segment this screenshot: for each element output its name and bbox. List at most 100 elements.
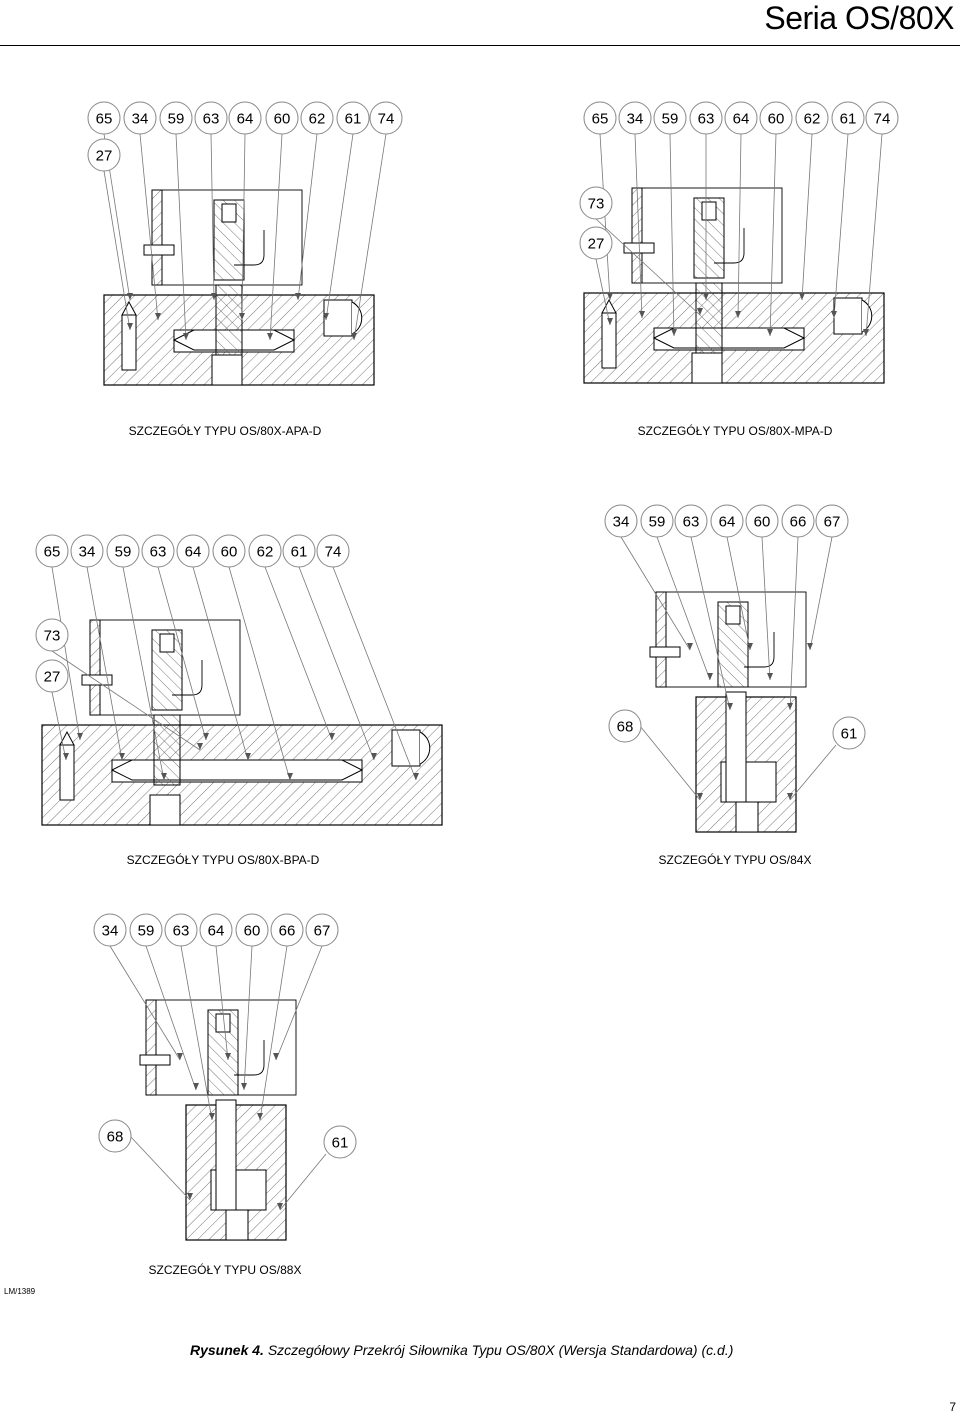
balloon-apa-64: 64 [228, 101, 262, 135]
leader-arrow [187, 1193, 193, 1200]
mpa-plug-tip [601, 298, 617, 314]
balloon-bpa-27: 27 [35, 659, 69, 693]
balloon-os84-61: 61 [832, 716, 866, 750]
mpa-right-fitting [833, 297, 863, 335]
balloon-os84-34: 34 [604, 504, 638, 538]
bpa-nut [159, 633, 175, 653]
balloon-apa-62: 62 [300, 101, 334, 135]
balloon-apa-65: 65 [87, 101, 121, 135]
balloon-bpa-60-label: 60 [221, 544, 238, 561]
balloon-mpa-73-label: 73 [588, 196, 605, 213]
balloon-mpa-65-circle [583, 101, 617, 135]
leader-arrow [371, 753, 377, 760]
balloon-os84-67-circle [815, 504, 849, 538]
balloon-os84-34-label: 34 [613, 514, 630, 531]
balloon-bpa-59: 59 [106, 534, 140, 568]
balloon-os84-67: 67 [815, 504, 849, 538]
os88-spring-wire [234, 1040, 265, 1076]
balloon-bpa-74-label: 74 [325, 544, 342, 561]
leader-arrow [177, 1053, 183, 1060]
balloon-os84-63-circle [674, 504, 708, 538]
balloon-bpa-60: 60 [212, 534, 246, 568]
balloon-os88-64-circle [199, 913, 233, 947]
leader-arrow [735, 311, 741, 318]
balloon-apa-63-circle [194, 101, 228, 135]
balloon-bpa-34-circle [70, 534, 104, 568]
balloon-os84-61-circle [832, 716, 866, 750]
leader-line [595, 218, 701, 316]
balloon-os88-59-circle [129, 913, 163, 947]
balloon-bpa-73-circle [35, 618, 69, 652]
bpa-diaphragm [110, 759, 364, 781]
balloon-os84-68: 68 [608, 709, 642, 743]
os88-section [139, 999, 297, 1241]
balloon-os88-59-label: 59 [138, 923, 155, 940]
balloon-mpa-27-label: 27 [588, 236, 605, 253]
balloon-bpa-59-label: 59 [115, 544, 132, 561]
mpa-section [583, 187, 885, 384]
leader-line [639, 725, 701, 801]
leader-line [801, 133, 813, 301]
balloon-mpa-64: 64 [724, 101, 758, 135]
os84-nut [725, 605, 741, 625]
balloon-os84-63: 63 [674, 504, 708, 538]
leader-line [157, 566, 207, 741]
balloon-os84-64-label: 64 [719, 514, 736, 531]
leader-line [192, 566, 249, 761]
leader-line [669, 133, 675, 337]
balloon-bpa-73-label: 73 [44, 628, 61, 645]
leader-arrow [697, 308, 703, 315]
bpa-pin [81, 674, 113, 686]
leader-line [51, 691, 67, 761]
balloon-mpa-65-label: 65 [592, 111, 609, 128]
leader-arrow [161, 773, 167, 780]
balloon-bpa-62: 62 [248, 534, 282, 568]
mpa-spring-wire [714, 228, 745, 264]
balloon-mpa-34-circle [618, 101, 652, 135]
balloon-bpa-65: 65 [35, 534, 69, 568]
apa-plug-tip [121, 300, 137, 316]
balloon-apa-65-label: 65 [96, 111, 113, 128]
balloon-apa-34-circle [123, 101, 157, 135]
apa-stem [215, 284, 243, 356]
balloon-mpa-61-label: 61 [840, 111, 857, 128]
apa-housing-wall [151, 189, 163, 286]
caption-os84: SZCZEGÓŁY TYPU OS/84X [658, 853, 812, 867]
leader-line [51, 650, 201, 751]
leader-arrow [351, 333, 357, 340]
balloon-os88-67: 67 [305, 913, 339, 947]
balloon-os84-60-label: 60 [754, 514, 771, 531]
balloon-os88-60-circle [235, 913, 269, 947]
os84-stem [725, 691, 747, 803]
balloon-mpa-64-circle [724, 101, 758, 135]
balloon-os88-63-circle [164, 913, 198, 947]
balloon-mpa-63-circle [689, 101, 723, 135]
balloon-mpa-64-label: 64 [733, 111, 750, 128]
balloon-bpa-60-circle [212, 534, 246, 568]
balloon-apa-59-circle [159, 101, 193, 135]
balloon-mpa-59-label: 59 [662, 111, 679, 128]
leader-line [210, 133, 215, 301]
balloon-os88-61: 61 [323, 1125, 357, 1159]
bpa-bottom-port [149, 794, 181, 826]
leader-arrow [697, 793, 703, 800]
leader-line [228, 566, 291, 781]
balloon-os88-61-label: 61 [332, 1135, 349, 1152]
apa-section [103, 189, 375, 386]
leader-arrow [127, 293, 133, 300]
leader-line [279, 1153, 327, 1211]
leader-line [175, 133, 187, 341]
balloon-mpa-34-label: 34 [627, 111, 644, 128]
bpa-section [41, 619, 443, 826]
balloon-apa-62-circle [300, 101, 334, 135]
mpa-bottom-port [691, 352, 723, 384]
balloon-os88-64-label: 64 [208, 923, 225, 940]
balloon-bpa-61-circle [282, 534, 316, 568]
balloon-apa-61-circle [336, 101, 370, 135]
page-number: 7 [949, 1400, 956, 1414]
figure-caption: Rysunek 4. Szczegółowy Przekrój Siłownik… [190, 1342, 733, 1358]
leader-arrow [767, 329, 773, 336]
balloon-apa-27: 27 [87, 138, 121, 172]
balloon-os88-34-label: 34 [102, 923, 119, 940]
balloon-os84-60-circle [745, 504, 779, 538]
